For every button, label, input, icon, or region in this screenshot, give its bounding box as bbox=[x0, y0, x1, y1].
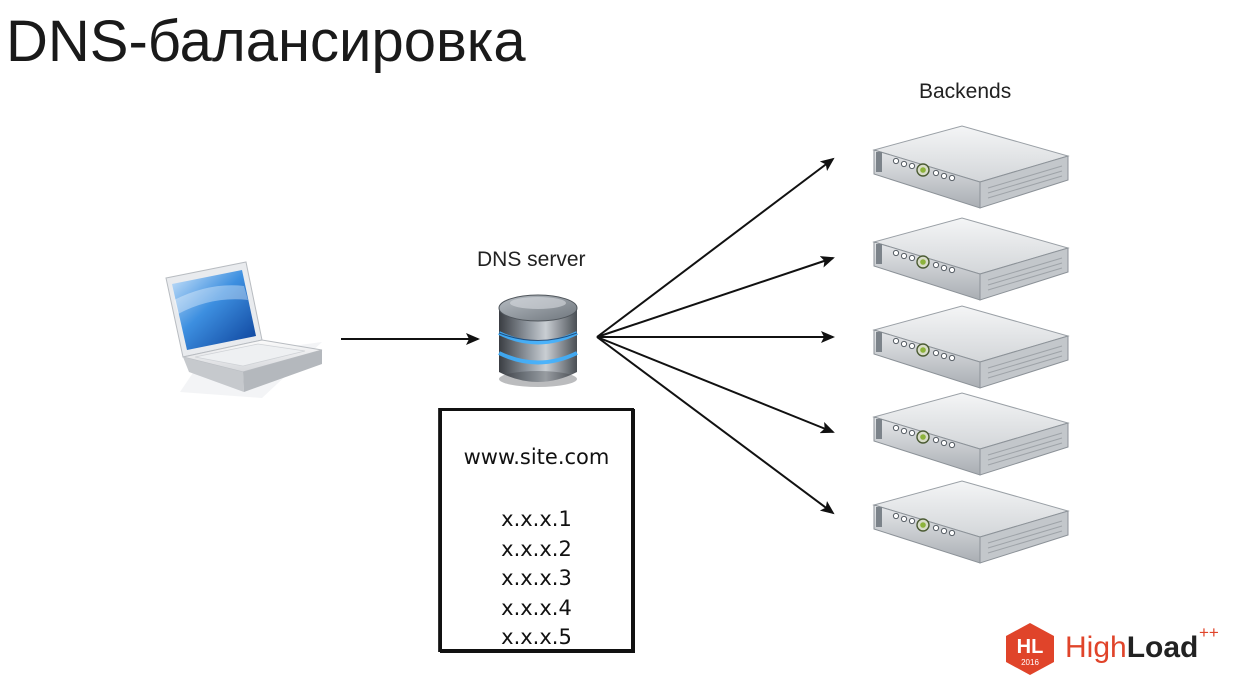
arrow-to-backend-5 bbox=[596, 336, 835, 515]
logo-wordmark: HighLoad bbox=[1065, 631, 1198, 665]
highload-logo: HL 2016 HighLoad ++ bbox=[1003, 622, 1233, 676]
logo-superscript: ++ bbox=[1199, 623, 1219, 642]
hl-badge-year: 2016 bbox=[1021, 658, 1039, 667]
record-address: x.x.x.3 bbox=[501, 566, 572, 590]
record-address: x.x.x.5 bbox=[501, 625, 572, 649]
dns-record-box: www.site.com x.x.x.1 x.x.x.2 x.x.x.3 x.x… bbox=[439, 408, 634, 652]
slide-title: DNS-балансировка bbox=[6, 9, 526, 74]
arrow-to-backend-4 bbox=[596, 336, 835, 434]
record-address: x.x.x.4 bbox=[501, 595, 572, 620]
rack-server-icon bbox=[872, 392, 1070, 476]
rack-server-icon bbox=[872, 217, 1070, 301]
logo-word-load: Load bbox=[1126, 631, 1199, 664]
arrow-to-backend-2 bbox=[596, 256, 835, 338]
arrow-to-backend-1 bbox=[596, 157, 835, 338]
hl-badge-text: HL bbox=[1017, 636, 1044, 658]
record-address: x.x.x.2 bbox=[501, 536, 572, 561]
hl-badge-icon: HL 2016 bbox=[1006, 623, 1054, 675]
record-address: x.x.x.1 bbox=[501, 507, 572, 531]
rack-server-icon bbox=[872, 305, 1070, 389]
dns-server-label: DNS server bbox=[477, 248, 586, 271]
record-domain: www.site.com bbox=[463, 445, 610, 469]
backend-servers bbox=[872, 125, 1070, 564]
logo-word-high: High bbox=[1065, 631, 1127, 664]
rack-server-icon bbox=[872, 125, 1070, 209]
backends-label: Backends bbox=[919, 80, 1012, 103]
database-icon bbox=[498, 294, 578, 387]
record-address-list: x.x.x.1 x.x.x.2 x.x.x.3 x.x.x.4 x.x.x.5 bbox=[442, 505, 631, 653]
fan-out-arrows bbox=[596, 157, 835, 515]
rack-server-icon bbox=[872, 480, 1070, 564]
laptop-icon bbox=[165, 261, 323, 398]
